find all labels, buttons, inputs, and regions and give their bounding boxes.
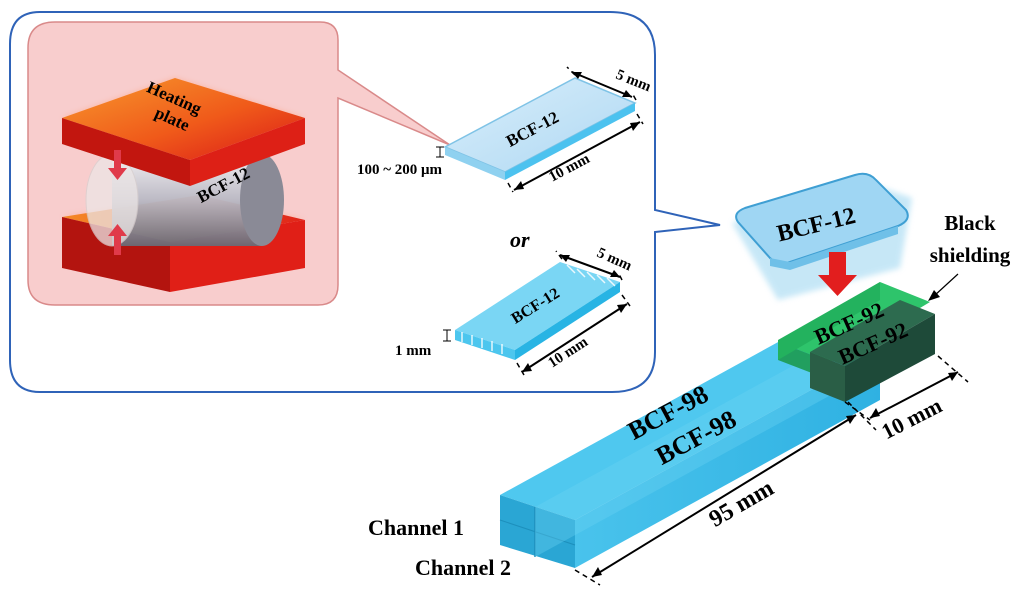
shielding-label-1: Black [944, 211, 996, 235]
bcf12-piece: BCF-12 [732, 172, 912, 300]
grooved-slab: BCF-12 5 mm 10 mm 1 mm [395, 245, 634, 376]
thin-slab-length: 10 mm [546, 151, 593, 186]
channel2-label: Channel 2 [415, 555, 511, 580]
channel1-label: Channel 1 [368, 515, 464, 540]
bcf98-side-face [575, 352, 880, 568]
shielding-label-2: shielding [930, 243, 1011, 267]
fiber-bar-assembly: BCF-92 BCF-92 BCF-98 BCF-98 [499, 282, 935, 568]
shield-top [810, 300, 935, 366]
heating-assembly: Heating plate BCF-12 [62, 78, 305, 292]
grooved-slab-length: 10 mm [545, 334, 591, 372]
top-plate-top [62, 78, 305, 160]
press-arrow-down [108, 150, 127, 180]
bcf98-end-face [500, 495, 575, 568]
shield-side [845, 314, 935, 402]
bcf98-top-face [500, 330, 880, 520]
grooved-slab-thickness: 1 mm [395, 343, 432, 359]
insert-arrow [818, 252, 857, 296]
thin-slab-thickness: 100 ~ 200 μm [357, 162, 443, 178]
dim-10mm-label: 10 mm [877, 393, 946, 444]
shielding-pointer [928, 290, 940, 301]
or-label: or [510, 227, 530, 252]
shield-front [810, 352, 845, 402]
inset-frame [9, 11, 721, 393]
thin-slab: BCF-12 5 mm 10 mm 100 ~ 200 μm [357, 66, 654, 193]
press-arrow-up [108, 224, 127, 255]
